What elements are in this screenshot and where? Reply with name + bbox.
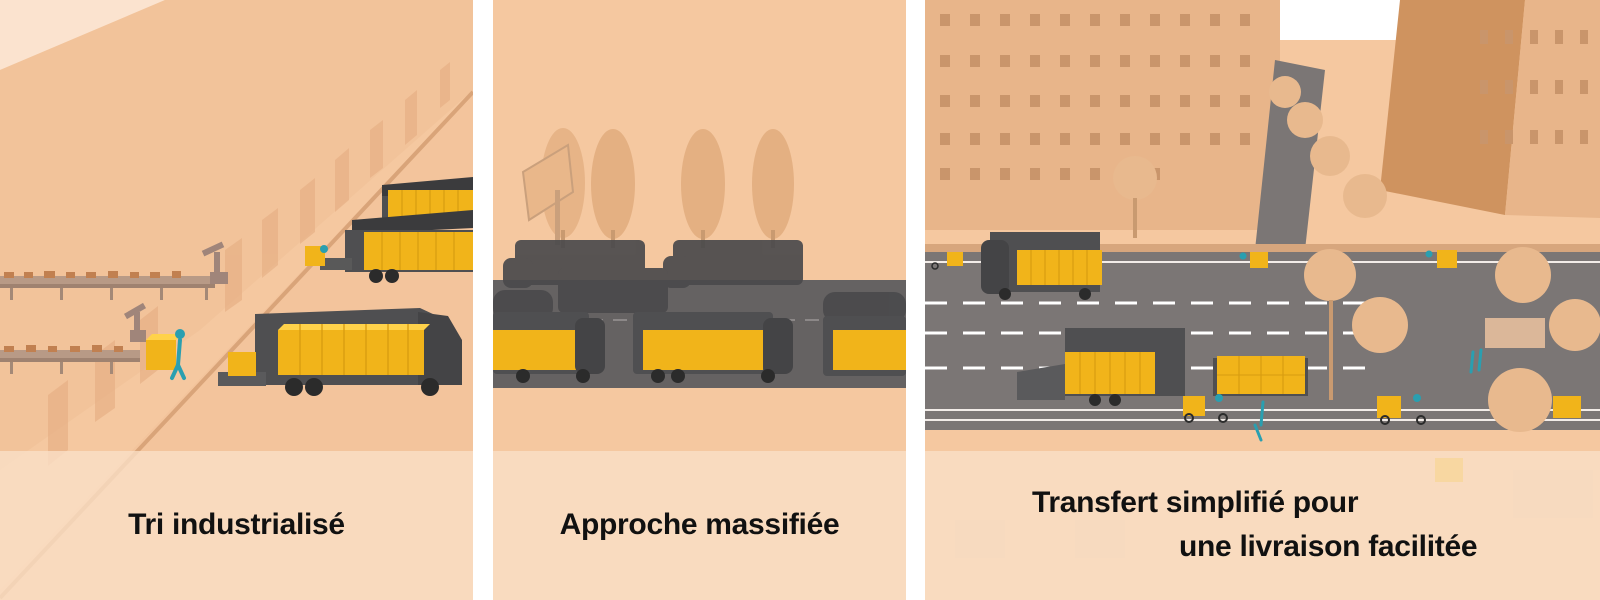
robot-arm-icon [201,241,228,284]
building-windows [940,14,1250,180]
caption-band [925,451,1600,600]
pedestrian-icon [1253,348,1483,442]
truck-icon [633,312,793,383]
truck-icon [493,312,605,383]
cargo-bike-icon [1377,394,1426,425]
worker-icon [170,338,186,380]
panel-massified-approach: Approche massifiée [493,0,906,600]
building [925,0,1280,230]
robot-arm-icon [123,302,147,342]
parcel-icon [228,352,256,376]
panel-simplified-transfer: Transfert simplifié pour une livraison f… [925,0,1600,600]
parcel-icon [305,246,325,266]
caption-band [493,451,906,600]
panel-caption-line2: une livraison facilitée [1179,530,1478,563]
cargo-bike-icon [1183,394,1228,423]
parcel-icon [1553,396,1581,418]
parcel-stack-icon [1213,356,1308,396]
panel-caption-line1: Transfert simplifié pour [1032,486,1359,519]
cargo-bike-icon [1239,252,1268,268]
caption-band [0,451,473,600]
building [1380,0,1525,215]
panel-caption: Tri industrialisé [128,508,345,541]
truck-icon [320,210,473,283]
conveyor-belt [0,345,140,374]
blurred-truck-icon [493,240,906,322]
parcel-icon [146,340,176,370]
worker-icon [320,245,328,253]
tree-row [1113,76,1600,432]
cargo-bike-icon [1425,250,1457,268]
panel-industrial-sorting: Tri industrialisé [0,0,473,600]
panel-caption: Approche massifiée [559,508,840,541]
truck-icon [981,232,1102,300]
truck-icon [1017,328,1185,406]
truck-icon [823,316,906,376]
road-sign-icon [521,143,575,245]
cargo-bike-icon [931,252,963,270]
conveyor-belt [0,271,215,300]
